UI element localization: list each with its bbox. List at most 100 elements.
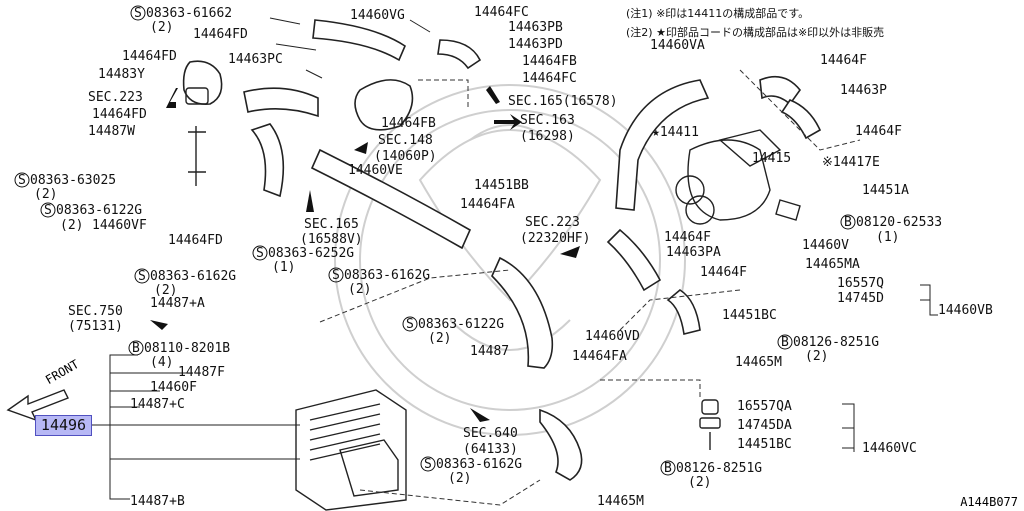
part-number-text: SEC.165(16578) bbox=[508, 94, 618, 109]
part-number-text: 14464FD bbox=[168, 233, 223, 248]
part-number-text: 16557Q bbox=[837, 276, 884, 291]
part-number-text: 14463PC bbox=[228, 52, 283, 67]
part-label-b08363-6252G-q: (1) bbox=[272, 260, 295, 275]
part-number-text: 14464F bbox=[855, 124, 902, 139]
part-label-14460VG: 14460VG bbox=[350, 8, 405, 23]
part-number-text: 14487 bbox=[470, 344, 509, 359]
part-label-14464F-4: 14464F bbox=[700, 265, 747, 280]
part-label-14460VC: 14460VC bbox=[862, 441, 917, 456]
part-label-b08363-6162G-bq: (2) bbox=[348, 282, 371, 297]
part-number-text: ★14411 bbox=[652, 125, 699, 140]
part-label-14487: 14487 bbox=[470, 344, 509, 359]
part-number-text: 14464FC bbox=[522, 71, 577, 86]
part-label-14465M-b: 14465M bbox=[597, 494, 644, 509]
part-number-text: SEC.750 bbox=[68, 304, 123, 319]
part-number-text: 14463PB bbox=[508, 20, 563, 35]
part-label-14745DA: 14745DA bbox=[737, 418, 792, 433]
part-number-text: 14464FB bbox=[381, 116, 436, 131]
part-label-b08126-8251G-bq: (2) bbox=[688, 475, 711, 490]
part-number-text: 14460VD bbox=[585, 329, 640, 344]
part-label-b08363-63025-q: (2) bbox=[34, 187, 57, 202]
turbo-assembly bbox=[606, 75, 822, 450]
part-label-b08363-6122G-aq: (2) bbox=[60, 218, 83, 233]
part-label-SEC223-bq: (22320HF) bbox=[520, 231, 590, 246]
part-label-14460VF: 14460VF bbox=[92, 218, 147, 233]
part-number-text: (22320HF) bbox=[520, 231, 590, 246]
section-arrows bbox=[6, 86, 580, 422]
part-number-text: 14460V bbox=[802, 238, 849, 253]
part-number-text: 14487W bbox=[88, 124, 135, 139]
part-label-14451BC-1: 14451BC bbox=[722, 308, 777, 323]
part-label-14464F-3: 14464F bbox=[664, 230, 711, 245]
part-number-text: (2) bbox=[428, 331, 451, 346]
note-2: (注2) ★印部品コードの構成部品は※印以外は非販売 bbox=[626, 25, 884, 39]
part-number-text: 14460VA bbox=[650, 38, 705, 53]
part-number-text: 14464FC bbox=[474, 5, 529, 20]
part-number-text: 08110-8201B bbox=[144, 341, 230, 356]
part-label-b08363-61662: S 08363-61662 bbox=[130, 5, 232, 21]
bolt-symbol-letter: S bbox=[134, 6, 142, 21]
part-number-text: (2) bbox=[688, 475, 711, 490]
part-number-text: 14464FA bbox=[460, 197, 515, 212]
part-label-14460VB: 14460VB bbox=[938, 303, 993, 318]
part-number-text: SEC.640 bbox=[463, 426, 518, 441]
part-label-SEC148-q: (14060P) bbox=[374, 149, 437, 164]
part-label-SEC163-q: (16298) bbox=[520, 129, 575, 144]
part-label-14464FD-4: 14464FD bbox=[168, 233, 223, 248]
part-label-SEC640-q: (64133) bbox=[463, 442, 518, 457]
part-number-text: 08363-6162G bbox=[436, 457, 522, 472]
bolt-symbol-letter: S bbox=[44, 203, 52, 218]
part-number-text: 08363-6122G bbox=[418, 317, 504, 332]
part-number-text: (16588V) bbox=[300, 232, 363, 247]
bolt-symbol-icon bbox=[840, 214, 856, 230]
part-label-14463PB: 14463PB bbox=[508, 20, 563, 35]
part-number-text: 14745DA bbox=[737, 418, 792, 433]
part-label-b08110-8201B-q: (4) bbox=[150, 355, 173, 370]
notes-block: (注1) ※印は14411の構成部品です。 (注2) ★印部品コードの構成部品は… bbox=[626, 6, 884, 39]
part-label-14487W: 14487W bbox=[88, 124, 135, 139]
intercooler bbox=[295, 389, 407, 511]
part-number-text: (2) bbox=[154, 283, 177, 298]
bolt-symbol-letter: S bbox=[332, 268, 340, 283]
bolt-symbol-icon bbox=[134, 268, 150, 284]
part-label-14417E: ※14417E bbox=[822, 155, 880, 170]
part-number-text: 14460F bbox=[150, 380, 197, 395]
part-number-text: 14487+B bbox=[130, 494, 185, 509]
part-label-b08120-62533-q: (1) bbox=[876, 230, 899, 245]
part-number-text: 08126-8251G bbox=[676, 461, 762, 476]
part-number-text: 08363-63025 bbox=[30, 173, 116, 188]
part-number-text: 16557QA bbox=[737, 399, 792, 414]
part-label-SEC165-b: SEC.165 bbox=[304, 217, 359, 232]
part-number-text: 14460VB bbox=[938, 303, 993, 318]
bolt-symbol-letter: S bbox=[406, 317, 414, 332]
part-number-text: 14465MA bbox=[805, 257, 860, 272]
part-number-text: 14487+C bbox=[130, 397, 185, 412]
part-label-14465M-a: 14465M bbox=[735, 355, 782, 370]
part-label-SEC165-a: SEC.165(16578) bbox=[508, 94, 618, 109]
part-number-text: (2) bbox=[348, 282, 371, 297]
part-number-text: (2) bbox=[805, 349, 828, 364]
part-number-text: 08363-6162G bbox=[344, 268, 430, 283]
part-label-b08126-8251G-aq: (2) bbox=[805, 349, 828, 364]
part-number-text: (1) bbox=[272, 260, 295, 275]
part-label-SEC750: SEC.750 bbox=[68, 304, 123, 319]
bolt-symbol-letter: S bbox=[138, 269, 146, 284]
part-label-14415: 14415 bbox=[752, 151, 791, 166]
bolt-symbol-icon bbox=[252, 245, 268, 261]
part-label-14460F: 14460F bbox=[150, 380, 197, 395]
part-number-text: 08363-61662 bbox=[146, 6, 232, 21]
highlighted-part-14496[interactable]: 14496 bbox=[35, 415, 92, 436]
bolt-symbol-icon bbox=[328, 267, 344, 283]
bolt-symbol-icon bbox=[777, 334, 793, 350]
part-number-text: 14463P bbox=[840, 83, 887, 98]
bolt-symbol-icon bbox=[402, 316, 418, 332]
part-number-text: 14464F bbox=[664, 230, 711, 245]
bolt-symbol-letter: S bbox=[256, 246, 264, 261]
part-label-16557QA: 16557QA bbox=[737, 399, 792, 414]
part-number-text: 08363-6252G bbox=[268, 246, 354, 261]
